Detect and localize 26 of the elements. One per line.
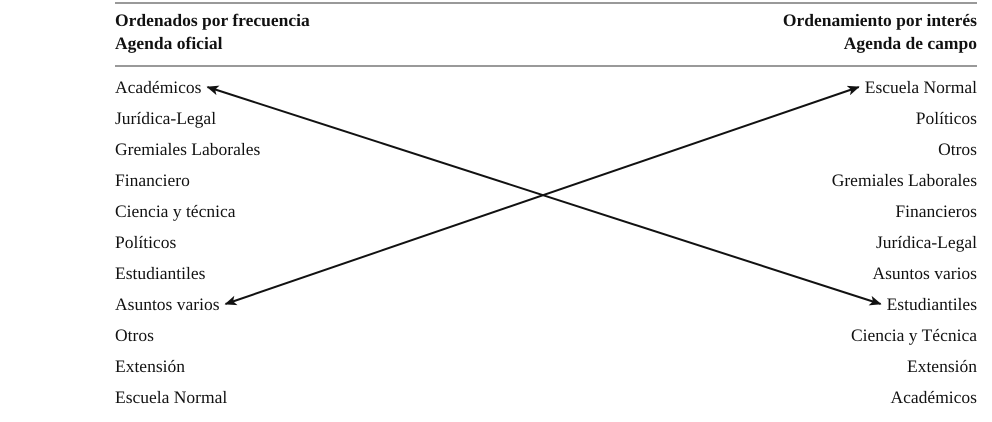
- list-item: Estudiantiles: [886, 294, 977, 314]
- list-item: Financiero: [115, 170, 190, 190]
- list-item: Académicos: [890, 387, 977, 407]
- column-heading: Ordenamiento por interés: [782, 10, 977, 30]
- list-item: Políticos: [916, 108, 977, 128]
- list-item: Académicos: [115, 77, 202, 97]
- list-item: Otros: [115, 325, 154, 345]
- list-item: Gremiales Laborales: [115, 139, 260, 159]
- list-item: Escuela Normal: [864, 77, 977, 97]
- list-item: Gremiales Laborales: [832, 170, 977, 190]
- column-heading: Agenda oficial: [115, 33, 222, 53]
- list-item: Políticos: [115, 232, 176, 252]
- column-heading: Ordenados por frecuencia: [115, 10, 310, 30]
- list-item: Extensión: [115, 356, 185, 376]
- column-heading: Agenda de campo: [844, 33, 977, 53]
- list-item: Extensión: [907, 356, 977, 376]
- list-item: Ciencia y Técnica: [850, 325, 977, 345]
- list-item: Asuntos varios: [872, 263, 977, 283]
- list-item: Jurídica-Legal: [115, 108, 216, 128]
- list-item: Asuntos varios: [115, 294, 220, 314]
- list-item: Ciencia y técnica: [115, 201, 236, 221]
- list-item: Otros: [938, 139, 977, 159]
- list-item: Escuela Normal: [115, 387, 228, 407]
- list-item: Jurídica-Legal: [876, 232, 977, 252]
- list-item: Financieros: [895, 201, 977, 221]
- list-item: Estudiantiles: [115, 263, 206, 283]
